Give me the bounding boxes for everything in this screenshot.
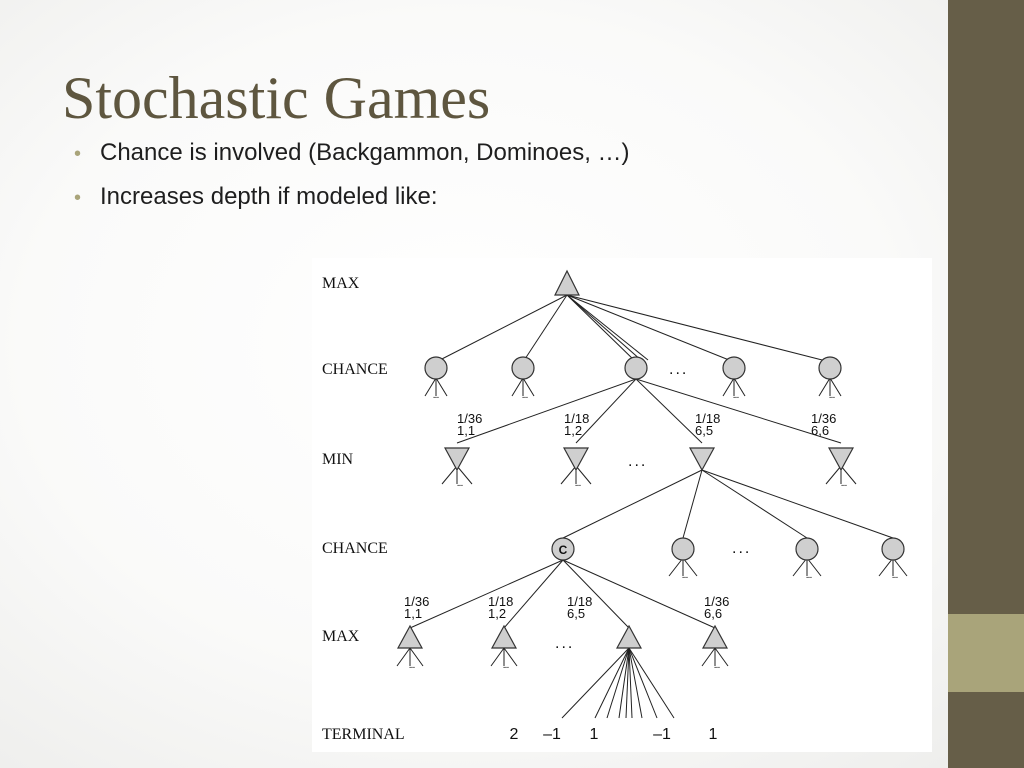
level-label-min: MIN [322,451,354,468]
leaf-ellipsis: ... [457,481,463,488]
prob-label: 1/36 [457,411,482,426]
min-triangle-icon [443,447,471,472]
chance-circle-icon [671,537,695,561]
leaf-ellipsis: ... [806,573,812,580]
side-accent-block [948,614,1024,692]
leaf-stubs [396,377,908,667]
leaf-ellipsis: ... [829,393,835,400]
terminal-values: 2 –1 1 –1 1 [510,726,718,743]
bullet-text: Chance is involved (Backgammon, Dominoes… [100,139,630,166]
roll-label: 1,2 [488,606,506,621]
chance-circle-icon [424,356,448,380]
leaf-ellipsis: ... [682,573,688,580]
slide-title: Stochastic Games [62,65,491,131]
game-tree-figure: ... ... ... ... ... ... ... ... ... ... … [312,258,932,752]
prob-label: 1/36 [704,594,729,609]
terminal-value: 1 [709,726,718,743]
leaf-ellipsis: ... [892,573,898,580]
level-label-chance: CHANCE [322,540,388,557]
bullet-dot-icon: • [74,143,82,165]
chance-circle-icon [881,537,905,561]
max-triangle-icon [554,269,580,296]
roll-label: 6,5 [567,606,585,621]
chance-circle-icon [795,537,819,561]
prob-label: 1/18 [564,411,589,426]
ellipses: ... ... ... ... [555,361,751,652]
max-triangle-icon [396,624,424,649]
chance-nodes-level1 [424,356,842,380]
level-label-max: MAX [322,275,360,292]
level-label-max: MAX [322,628,360,645]
leaf-ellipses: ... ... ... ... ... ... ... ... ... ... … [409,393,898,670]
bullet-item: • Increases depth if modeled like: [74,182,630,213]
probability-labels-level1: 1/36 1,1 1/18 1,2 1/18 6,5 1/36 6,6 [457,411,836,438]
terminal-value: 2 [510,726,519,743]
roll-label: 6,5 [695,423,713,438]
ellipsis: ... [555,635,574,652]
bullet-item: • Chance is involved (Backgammon, Dominoe… [74,138,630,169]
max-triangle-icon [701,624,729,649]
max-root-node [554,269,580,296]
leaf-ellipsis: ... [841,481,847,488]
roll-label: 1,1 [404,606,422,621]
roll-label: 1,2 [564,423,582,438]
prob-label: 1/36 [404,594,429,609]
min-triangle-icon [827,447,855,472]
prob-label: 1/18 [567,594,592,609]
min-nodes [443,447,855,472]
prob-label: 1/18 [695,411,720,426]
game-tree-diagram: ... ... ... ... ... ... ... ... ... ... … [322,269,908,743]
roll-label: 1,1 [457,423,475,438]
ellipsis: ... [628,453,647,470]
leaf-ellipsis: ... [433,393,439,400]
prob-label: 1/36 [811,411,836,426]
chance-circle-icon [624,356,648,380]
min-triangle-icon [688,447,716,472]
leaf-ellipsis: ... [714,663,720,670]
level-label-chance: CHANCE [322,361,388,378]
roll-label: 6,6 [704,606,722,621]
bullet-text: Increases depth if modeled like: [100,183,438,210]
bullet-list: • Chance is involved (Backgammon, Dominoe… [74,138,630,226]
leaf-ellipsis: ... [409,663,415,670]
bullet-dot-icon: • [74,187,82,209]
ellipsis: ... [669,361,688,378]
ellipsis: ... [732,540,751,557]
max-triangle-icon [490,624,518,649]
max-nodes-level2 [396,624,729,649]
leaf-ellipsis: ... [733,393,739,400]
level-label-terminal: TERMINAL [322,726,405,743]
chance-circle-icon [511,356,535,380]
roll-label: 6,6 [811,423,829,438]
leaf-ellipsis: ... [503,663,509,670]
terminal-value: 1 [590,726,599,743]
chance-circle-icon [722,356,746,380]
level-labels: MAX CHANCE MIN CHANCE MAX TERMINAL [322,275,405,743]
leaf-ellipsis: ... [575,481,581,488]
terminal-value: –1 [543,726,561,743]
prob-label: 1/18 [488,594,513,609]
chance-nodes-level2 [551,537,905,561]
min-triangle-icon [562,447,590,472]
chance-node-label: C [559,543,568,557]
tree-edges [409,294,894,719]
chance-circle-icon [551,537,575,561]
terminal-value: –1 [653,726,671,743]
max-triangle-icon [615,624,643,649]
probability-labels-level2: 1/36 1,1 1/18 1,2 1/18 6,5 1/36 6,6 [404,594,729,621]
chance-circle-icon [818,356,842,380]
leaf-ellipsis: ... [522,393,528,400]
